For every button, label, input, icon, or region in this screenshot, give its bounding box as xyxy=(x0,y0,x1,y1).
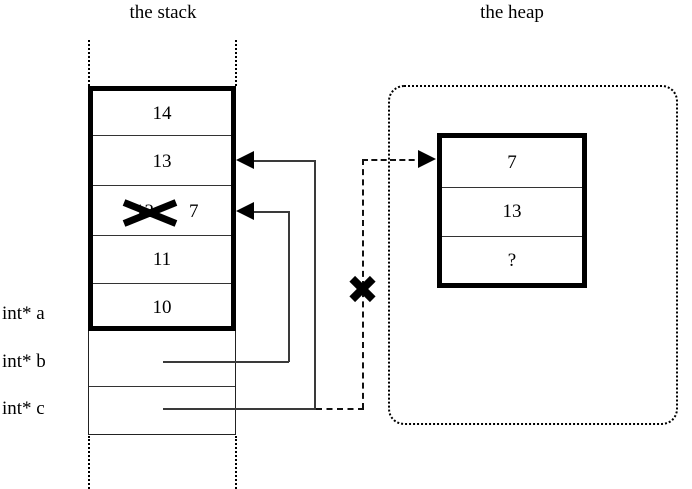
stack-divider-3 xyxy=(93,235,231,236)
invalid-pointer-x-icon xyxy=(348,274,377,303)
heap-region-boundary xyxy=(388,85,678,425)
pointer-b-segment-return xyxy=(252,211,290,213)
stack-guide-bottom-right xyxy=(235,436,237,489)
heap-allocation-box: 7 13 ? xyxy=(437,133,587,288)
heap-title: the heap xyxy=(480,2,544,23)
overwritten-value-x-icon xyxy=(122,199,178,227)
stack-var-label-c: int* c xyxy=(2,398,45,419)
stack-guide-bottom-left xyxy=(88,436,90,489)
stack-cell-1: 13 xyxy=(152,151,172,172)
stack-locals-box xyxy=(88,331,236,435)
stack-divider-2 xyxy=(93,185,231,186)
stack-divider-4 xyxy=(93,283,231,284)
heap-cell-0: 7 xyxy=(507,152,517,173)
stack-title: the stack xyxy=(129,2,197,23)
pointer-b-arrowhead-icon xyxy=(236,202,254,220)
heap-divider-2 xyxy=(442,236,582,237)
pointer-b-segment-horizontal xyxy=(163,361,289,363)
stack-cell-0: 14 xyxy=(152,103,172,124)
stack-frame-box: 14 13 12 7 11 10 xyxy=(88,86,236,331)
pointer-a-segment-return xyxy=(252,160,316,162)
heap-divider-1 xyxy=(442,187,582,188)
stack-guide-top-left xyxy=(88,40,90,86)
dangling-pointer-segment-top xyxy=(362,159,424,161)
pointer-a-arrowhead-icon xyxy=(236,151,254,169)
dangling-pointer-segment-bottom xyxy=(316,408,364,410)
stack-guide-top-right xyxy=(235,40,237,86)
stack-cell-2-new-value: 7 xyxy=(189,201,199,222)
stack-cell-3: 11 xyxy=(152,249,172,270)
heap-cell-2: ? xyxy=(507,250,517,271)
heap-cell-1: 13 xyxy=(502,201,522,222)
pointer-a-segment-horizontal xyxy=(163,408,316,410)
pointer-a-segment-vertical xyxy=(314,160,316,410)
stack-cell-4: 10 xyxy=(152,297,172,318)
stack-var-label-b: int* b xyxy=(2,351,46,372)
stack-var-label-a: int* a xyxy=(2,303,45,324)
pointer-b-segment-vertical xyxy=(288,211,290,362)
stack-divider-1 xyxy=(93,135,231,136)
stack-locals-divider-1 xyxy=(89,386,235,387)
